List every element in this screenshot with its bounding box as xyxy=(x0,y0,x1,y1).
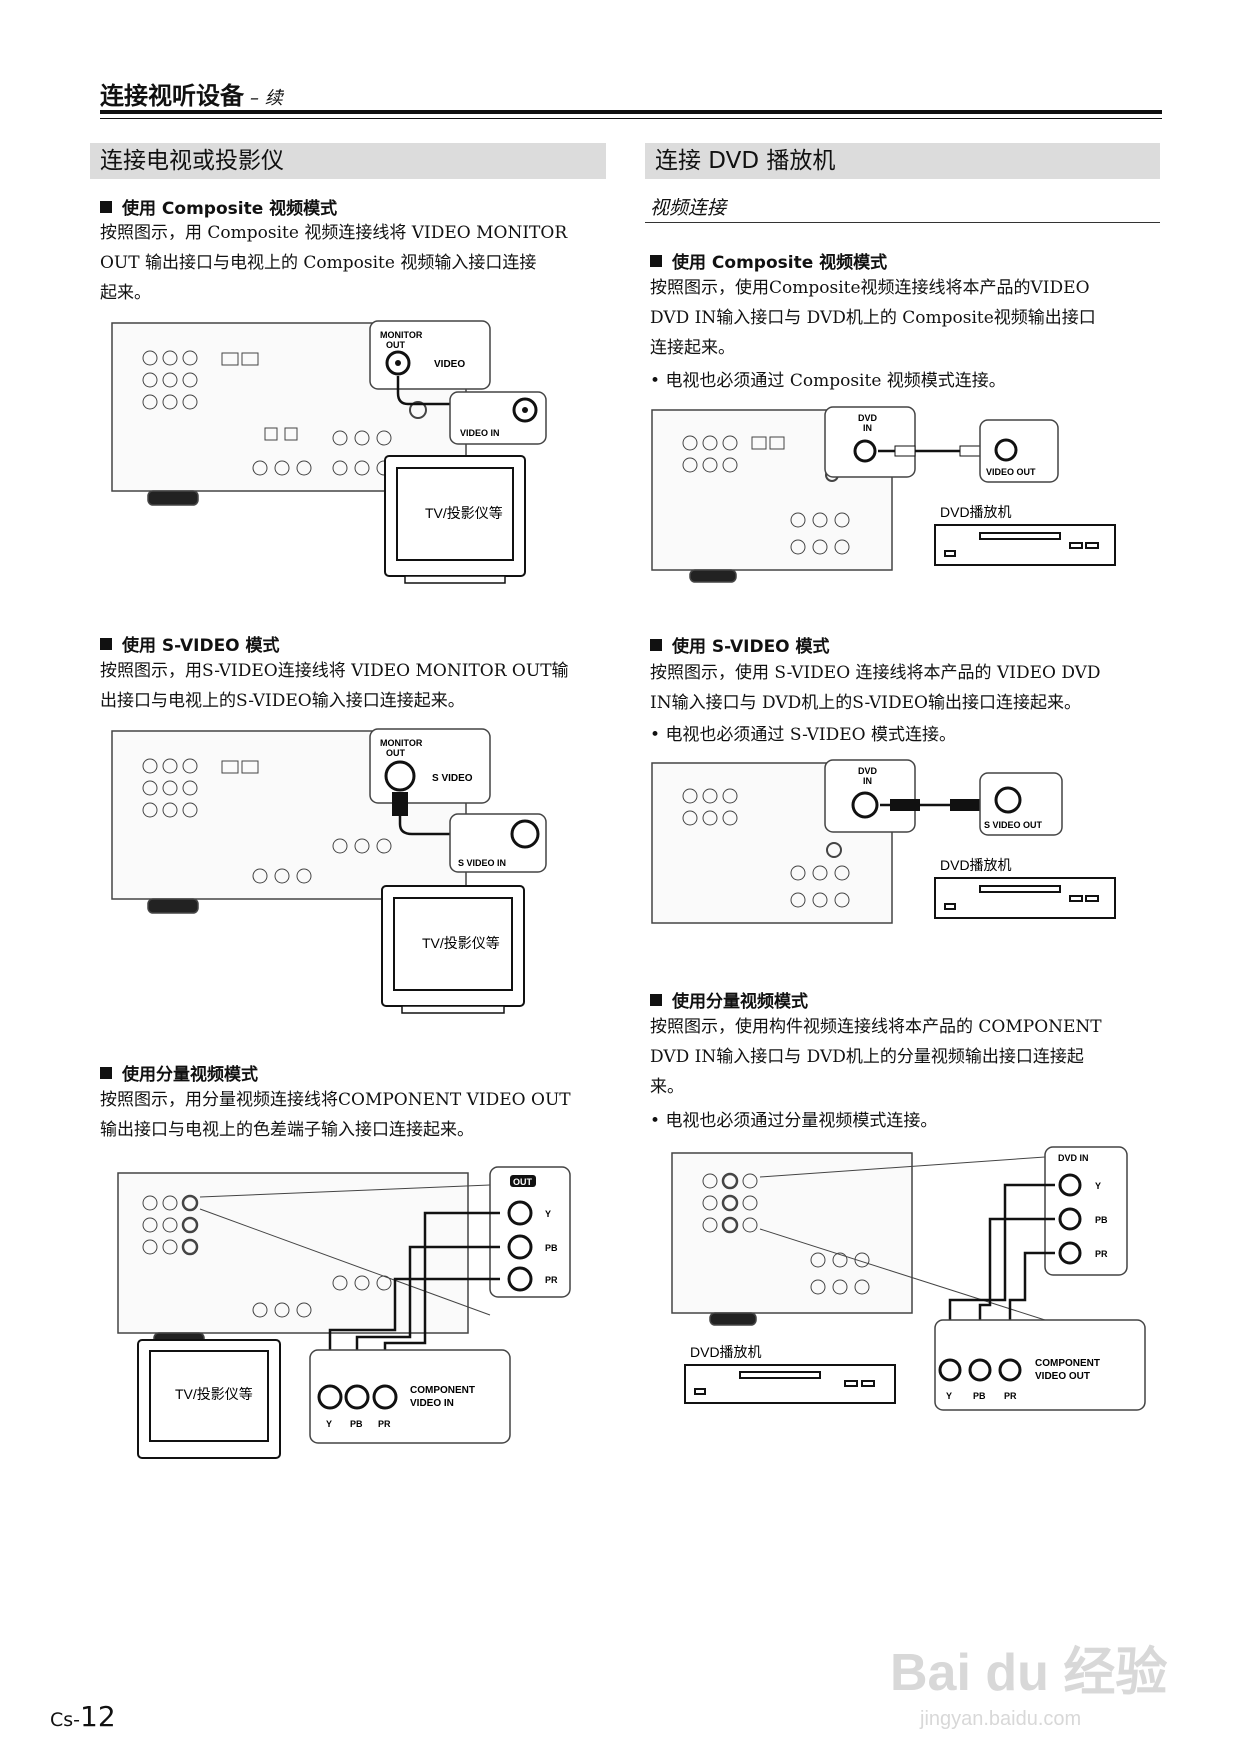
svg-text:IN: IN xyxy=(863,776,872,786)
svg-text:Y: Y xyxy=(545,1209,551,1219)
svg-text:PB: PB xyxy=(973,1391,986,1401)
right-composite-heading: 使用 Composite 视频模式 xyxy=(650,248,887,273)
svg-text:OUT: OUT xyxy=(386,748,406,758)
right-component-heading: 使用分量视频模式 xyxy=(650,987,808,1012)
tv-set: TV/投影仪等 xyxy=(381,885,525,1014)
right-section-title: 连接 DVD 播放机 xyxy=(645,143,1160,179)
tv-set: TV/投影仪等 xyxy=(137,1339,281,1459)
svg-text:TV/投影仪等: TV/投影仪等 xyxy=(175,1386,253,1402)
svg-text:DVD: DVD xyxy=(858,413,878,423)
svg-text:COMPONENT: COMPONENT xyxy=(1035,1358,1100,1369)
dvd-player xyxy=(934,877,1116,919)
svg-text:PR: PR xyxy=(1004,1391,1017,1401)
left-component-heading: 使用分量视频模式 xyxy=(100,1060,258,1085)
receiver-rear-panel xyxy=(117,1172,469,1348)
svg-text:MONITOR: MONITOR xyxy=(380,330,423,340)
svideo-in-callout: S VIDEO IN xyxy=(449,813,547,873)
svg-text:DVD播放机: DVD播放机 xyxy=(940,857,1012,873)
svg-text:S VIDEO IN: S VIDEO IN xyxy=(458,858,506,868)
dvd-player xyxy=(684,1364,896,1404)
svg-text:OUT: OUT xyxy=(513,1177,533,1187)
right-composite-bullet: • 电视也必须通过 Composite 视频模式连接。 xyxy=(650,371,1006,391)
component-out-callout: OUT Y PB PR xyxy=(489,1166,571,1298)
left-section-title: 连接电视或投影仪 xyxy=(90,143,606,179)
svg-text:PB: PB xyxy=(350,1419,363,1429)
dvd-in-callout: DVD IN xyxy=(824,406,916,478)
dvd-player-label: DVD播放机 xyxy=(940,504,1012,520)
svg-text:VIDEO IN: VIDEO IN xyxy=(410,1398,454,1409)
svg-text:PR: PR xyxy=(378,1419,391,1429)
monitor-out-callout: MONITOR OUT S VIDEO xyxy=(369,728,491,804)
right-svideo-bullet: • 电视也必须通过 S-VIDEO 模式连接。 xyxy=(650,725,956,745)
header-rule xyxy=(100,110,1162,114)
svg-text:PB: PB xyxy=(545,1243,558,1253)
right-svideo-heading: 使用 S-VIDEO 模式 xyxy=(650,632,830,657)
svg-text:Y: Y xyxy=(1095,1181,1101,1191)
svg-text:Bai du 经验: Bai du 经验 xyxy=(890,1644,1167,1702)
svg-text:VIDEO OUT: VIDEO OUT xyxy=(986,467,1036,477)
left-component-diagram: OUT Y PB PR Y PB PR COMPONENT VIDEO IN T… xyxy=(117,1166,571,1459)
svg-text:DVD: DVD xyxy=(858,766,878,776)
baidu-watermark: Bai du 经验 jingyan.baidu.com xyxy=(870,1600,1170,1740)
page-number: Cs-12 xyxy=(50,1700,116,1733)
video-in-callout: VIDEO IN xyxy=(449,391,547,445)
left-svideo-diagram: MONITOR OUT S VIDEO S VIDEO IN TV/投影仪等 xyxy=(111,728,547,1014)
svideo-out-callout: S VIDEO OUT xyxy=(979,772,1063,836)
right-component-bullet: • 电视也必须通过分量视频模式连接。 xyxy=(650,1111,938,1131)
right-component-diagram: DVD IN Y PB PR Y PB PR COMPONENT VIDEO O… xyxy=(671,1146,1146,1411)
video-out-callout: VIDEO OUT xyxy=(979,419,1059,483)
dvd-in-callout: DVD IN xyxy=(824,759,916,833)
svg-text:DVD播放机: DVD播放机 xyxy=(690,1344,762,1360)
right-subtitle: 视频连接 xyxy=(650,197,727,219)
svg-text:MONITOR: MONITOR xyxy=(380,738,423,748)
svg-text:TV/投影仪等: TV/投影仪等 xyxy=(425,505,503,521)
left-svideo-heading: 使用 S-VIDEO 模式 xyxy=(100,631,280,656)
svg-text:PR: PR xyxy=(545,1275,558,1285)
component-in-callout: Y PB PR COMPONENT VIDEO IN xyxy=(309,1349,511,1444)
svg-text:S VIDEO OUT: S VIDEO OUT xyxy=(984,820,1043,830)
svg-text:DVD IN: DVD IN xyxy=(1058,1153,1089,1163)
svg-text:IN: IN xyxy=(863,423,872,433)
svg-text:Y: Y xyxy=(326,1419,332,1429)
component-out-callout: Y PB PR COMPONENT VIDEO OUT xyxy=(934,1319,1146,1411)
svg-text:jingyan.baidu.com: jingyan.baidu.com xyxy=(919,1708,1081,1730)
svg-text:PR: PR xyxy=(1095,1249,1108,1259)
svg-text:VIDEO IN: VIDEO IN xyxy=(460,428,500,438)
svg-text:PB: PB xyxy=(1095,1215,1108,1225)
dvd-player xyxy=(934,524,1116,566)
left-composite-heading: 使用 Composite 视频模式 xyxy=(100,194,337,219)
svg-text:S VIDEO: S VIDEO xyxy=(432,773,473,784)
tv-set: TV/投影仪等 xyxy=(384,455,526,584)
header-rule-thin xyxy=(100,118,1162,119)
svg-text:OUT: OUT xyxy=(386,340,406,350)
callout-video-label: VIDEO xyxy=(434,359,465,370)
left-composite-diagram: MONITOR OUT VIDEO VIDEO IN TV/投影仪等 xyxy=(111,320,547,584)
svg-text:VIDEO OUT: VIDEO OUT xyxy=(1035,1371,1090,1382)
dvd-in-callout: DVD IN Y PB PR xyxy=(1044,1146,1128,1276)
left-svideo-text: 按照图示，用S-VIDEO连接线将 VIDEO MONITOR OUT输出接口与… xyxy=(100,661,569,711)
svg-text:Y: Y xyxy=(946,1391,952,1401)
svg-text:TV/投影仪等: TV/投影仪等 xyxy=(422,935,500,951)
header-title: 连接视听设备 xyxy=(100,82,244,110)
page-header: 连接视听设备 – 续 xyxy=(100,76,283,111)
right-composite-diagram: DVD IN VIDEO OUT DVD播放机 xyxy=(651,406,1116,583)
monitor-out-callout: MONITOR OUT VIDEO xyxy=(369,320,491,390)
receiver-rear-panel xyxy=(671,1152,913,1326)
header-continued: – 续 xyxy=(250,88,283,109)
svg-text:COMPONENT: COMPONENT xyxy=(410,1385,475,1396)
right-subtitle-rule xyxy=(645,222,1160,223)
right-svideo-diagram: DVD IN S VIDEO OUT DVD播放机 xyxy=(651,759,1116,924)
